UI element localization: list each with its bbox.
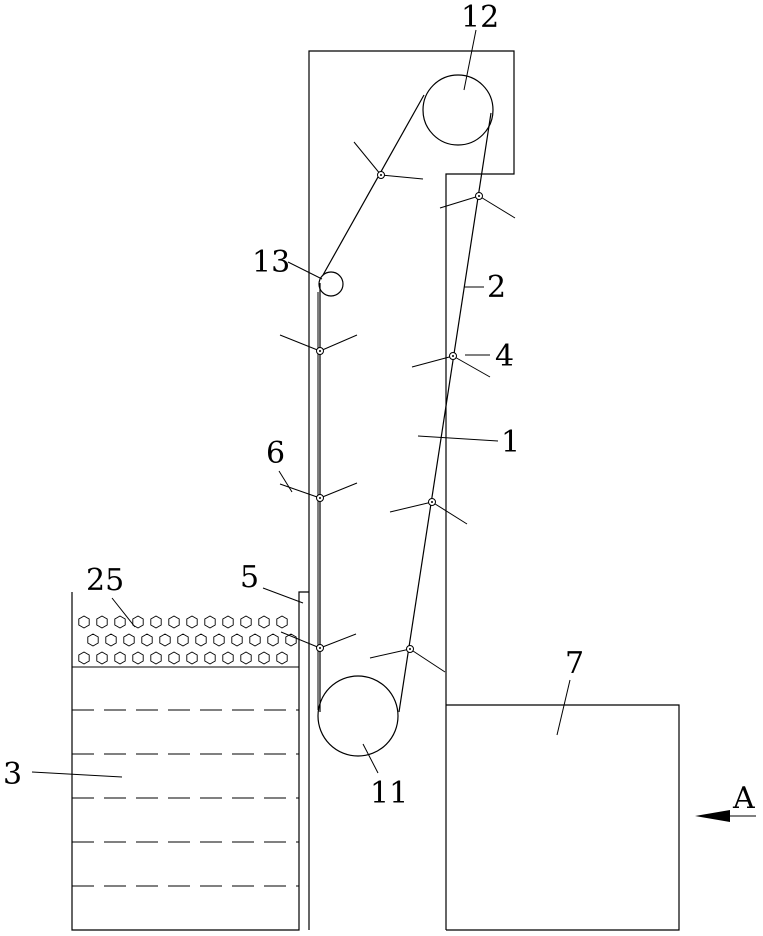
lug-pivot-dot [478,195,480,197]
lug-pivot-dot [452,355,454,357]
lug-pivot-dot [319,497,321,499]
particle [123,633,135,647]
lug-pivot-dot [409,648,411,650]
label-13: 13 [252,245,290,280]
label-12: 12 [461,0,499,35]
frame-outline [308,50,515,930]
scraper-blade [478,195,516,219]
scraper-blade [409,648,446,673]
label-7: 7 [565,646,584,681]
particle [159,633,171,647]
particle [222,651,234,665]
lug-pivot-dot [319,647,321,649]
particle [258,615,270,629]
tank [71,591,309,931]
scraper-blade [411,355,454,368]
lug-pivot-dot [431,501,433,503]
particle [240,615,252,629]
label-A: A [732,781,755,816]
particle [114,651,126,665]
belt [319,94,492,713]
scraper-blade [319,334,358,352]
view-arrow-head [695,810,730,822]
label-4: 4 [495,339,514,374]
particle [276,651,288,665]
scraper-blade [319,633,357,649]
scraper-blade [353,141,382,176]
label-1: 1 [501,425,520,460]
label-6: 6 [266,436,285,471]
label-25: 25 [86,563,124,598]
scraper-blade [369,648,411,659]
particle [150,615,162,629]
scraper-blade [279,483,321,499]
particle [186,615,198,629]
particle [168,615,180,629]
particle [114,615,126,629]
scraper-blade [380,174,424,180]
particle [132,615,144,629]
particle [258,651,270,665]
label-3: 3 [3,757,22,792]
particle [177,633,189,647]
scraper-blade [452,355,491,378]
particle [96,615,108,629]
leader-lines [31,29,756,822]
particle [285,633,297,647]
particle [78,615,90,629]
particle-layer [78,615,297,665]
particle [96,651,108,665]
particle [240,651,252,665]
particle [204,615,216,629]
reference-labels: 12 13 2 4 1 6 5 25 7 11 3 A [3,0,755,816]
scraper-blade [280,631,321,649]
particle [204,651,216,665]
particle [132,651,144,665]
particle [222,615,234,629]
lug-pivot-dot [319,350,321,352]
scraper-blade [431,501,468,525]
particle [105,633,117,647]
lower-roller [317,675,399,757]
particle [168,651,180,665]
lug-group [279,141,516,673]
scraper-blade [389,501,433,513]
particle [78,651,90,665]
idler-roller [318,271,344,297]
scraper-blade [319,482,358,499]
particle [195,633,207,647]
upper-roller [422,74,494,146]
particle [186,651,198,665]
box [446,704,680,931]
particle [150,651,162,665]
particle [276,615,288,629]
particle [213,633,225,647]
scraper-blade [279,334,321,352]
particle [231,633,243,647]
particle [87,633,99,647]
scraper-blade [439,195,480,209]
label-2: 2 [487,270,506,305]
label-5: 5 [240,560,259,595]
particle [141,633,153,647]
lug-pivot-dot [380,174,382,176]
particle [267,633,279,647]
particle [249,633,261,647]
label-11: 11 [370,776,408,811]
